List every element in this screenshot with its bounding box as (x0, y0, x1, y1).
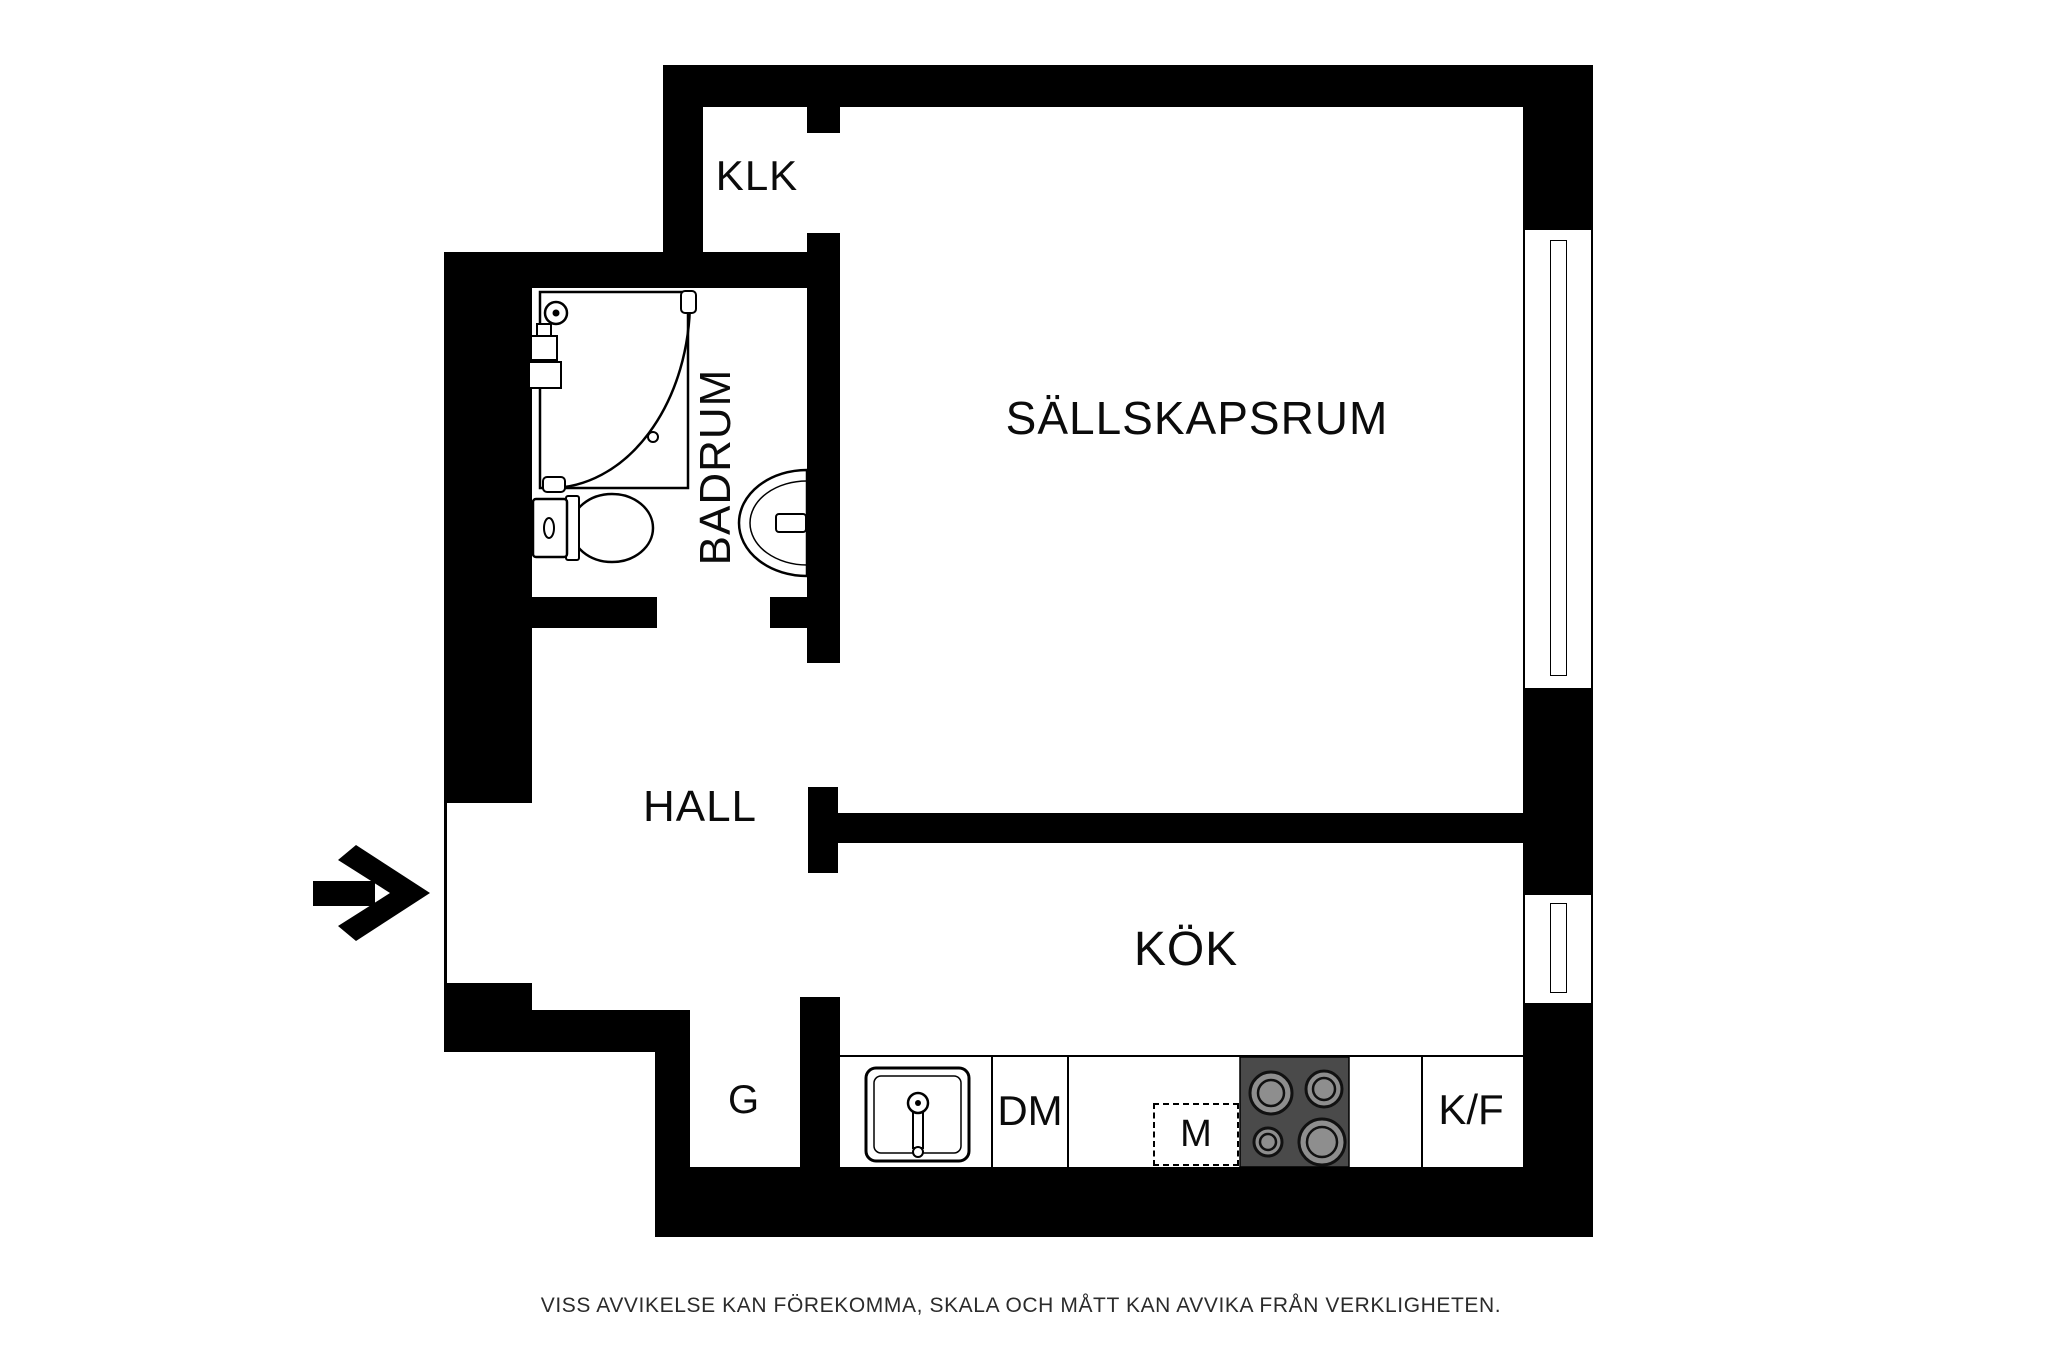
room-label-klk: KLK (715, 152, 799, 199)
room-label-kok: KÖK (1133, 923, 1239, 976)
window-glazing (1550, 903, 1567, 993)
fixture-label-fridge-freezer: K/F (1438, 1086, 1504, 1133)
counter-divider (1421, 1055, 1423, 1167)
wall-bathroom-right (807, 233, 840, 663)
window-glazing (1550, 240, 1567, 676)
fixture-label-microwave: M (1180, 1113, 1212, 1155)
wall-hall-bottom (532, 1010, 690, 1052)
counter-divider (991, 1055, 993, 1167)
window-sallskapsrum (1523, 228, 1593, 690)
shower-corner-icon (528, 290, 697, 493)
window-kok (1523, 893, 1593, 1005)
toilet-icon (531, 492, 655, 564)
room-label-sallskapsrum: SÄLLSKAPSRUM (1005, 392, 1389, 444)
wall-garderob-left (655, 1052, 690, 1167)
entrance-arrow-icon (313, 845, 430, 941)
wall-top (663, 65, 1593, 107)
wall-bathroom-bottom-left (532, 597, 657, 628)
counter-divider (1067, 1055, 1069, 1167)
wall-right-top (1523, 107, 1593, 228)
room-label-badrum: BADRUM (691, 368, 740, 566)
room-label-hall: HALL (642, 782, 758, 831)
kitchen-sink-icon (864, 1066, 971, 1163)
washbasin-icon (737, 468, 809, 578)
four-burner-stove-icon (1239, 1056, 1350, 1168)
disclaimer-text: VISS AVVIKELSE KAN FÖREKOMMA, SKALA OCH … (540, 1294, 1502, 1317)
microwave-dashed-box (1153, 1103, 1239, 1166)
wall-bottom (655, 1167, 1593, 1237)
wall-right-middle (1523, 690, 1593, 893)
wall-klk-door-jamb (807, 107, 840, 133)
counter-top-line (840, 1055, 1523, 1057)
wall-divider-vertical (808, 787, 838, 873)
wall-left-upper (444, 288, 532, 803)
entrance-opening-line (444, 803, 447, 984)
wall-left-lower (444, 983, 532, 1052)
wall-bathroom-top (444, 252, 807, 288)
room-label-garderob: G (727, 1078, 761, 1122)
wall-bathroom-bottom-stub (770, 597, 807, 628)
wall-kok-top (838, 813, 1523, 843)
fixture-label-dishwasher: DM (997, 1087, 1063, 1134)
wall-garderob-right (800, 997, 840, 1167)
